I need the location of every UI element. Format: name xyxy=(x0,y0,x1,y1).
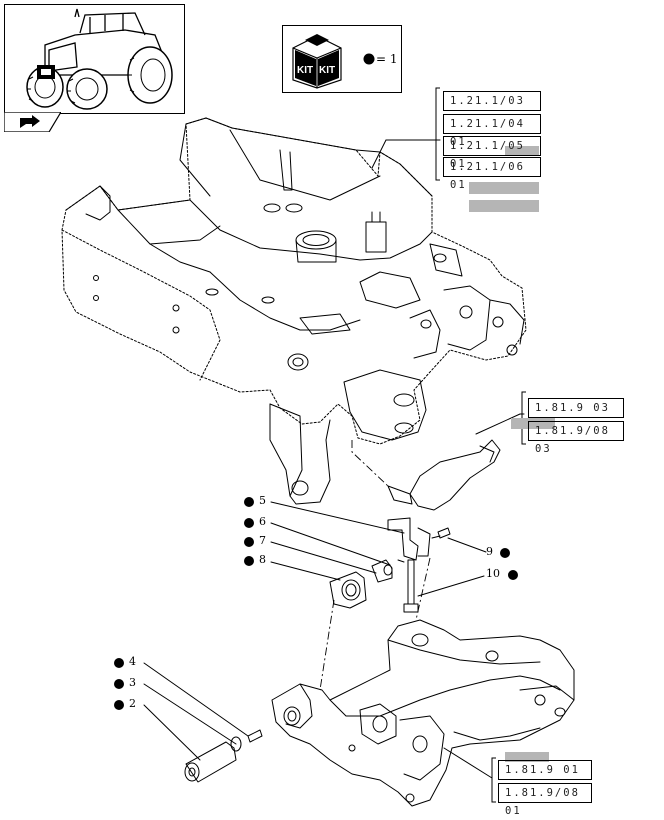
callout-5: 5 xyxy=(259,494,266,507)
reference-link[interactable]: 1.81.9/08 03 xyxy=(528,421,624,455)
kit-bullet-icon xyxy=(244,556,254,566)
kit-bullet-icon xyxy=(244,537,254,547)
highlight-bar xyxy=(469,200,539,212)
callout-9: 9 xyxy=(486,545,493,558)
highlight-bar xyxy=(505,752,549,762)
callout-6: 6 xyxy=(259,515,266,528)
kit-label-2: KIT xyxy=(319,65,335,76)
tractor-thumbnail xyxy=(4,4,185,114)
navigation-button[interactable] xyxy=(3,111,63,133)
kit-bullet-icon xyxy=(114,679,124,689)
reference-link[interactable]: 1.81.9 01 xyxy=(498,760,592,780)
callout-4: 4 xyxy=(129,655,136,668)
reference-link[interactable]: 1.81.9 03 xyxy=(528,398,624,418)
callout-8: 8 xyxy=(259,553,266,566)
highlight-bar xyxy=(469,182,539,194)
kit-label-1: KIT xyxy=(297,65,313,76)
reference-link[interactable]: 1.21.1/04 01 xyxy=(443,114,541,148)
callout-3: 3 xyxy=(129,676,136,689)
highlight-bar xyxy=(505,146,539,155)
kit-bullet-icon xyxy=(114,658,124,668)
kit-bullet-icon xyxy=(244,497,254,507)
tractor-icon xyxy=(26,8,173,110)
kit-equals-text: = 1 xyxy=(376,52,398,66)
kit-legend: KIT KIT = 1 xyxy=(282,25,402,93)
highlight-bar xyxy=(511,418,555,429)
kit-bullet-icon xyxy=(500,548,510,558)
kit-bullet-icon xyxy=(244,518,254,528)
reference-link[interactable]: 1.21.1/03 01 xyxy=(443,91,541,125)
reference-link[interactable]: 1.81.9/08 01 xyxy=(498,783,592,817)
callout-10: 10 xyxy=(486,567,500,580)
kit-bullet-icon xyxy=(114,700,124,710)
kit-bullet-icon xyxy=(508,570,518,580)
reference-link[interactable]: 1.21.1/06 01 xyxy=(443,157,541,191)
kit-box-icon: KIT KIT = 1 xyxy=(292,34,398,89)
callout-2: 2 xyxy=(129,697,136,710)
reference-link[interactable]: 1.21.1/05 01 xyxy=(443,136,541,170)
arrow-icon xyxy=(3,111,63,133)
callout-7: 7 xyxy=(259,534,266,547)
